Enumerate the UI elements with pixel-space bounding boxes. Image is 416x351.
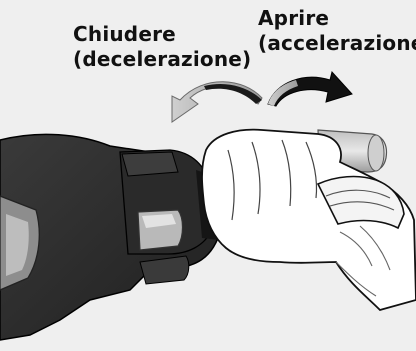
close-rotation-arrow-icon <box>172 82 262 122</box>
close-label-line2: (decelerazione) <box>73 47 251 72</box>
switch-housing <box>0 134 220 340</box>
open-label-line2: (accelerazione) <box>258 31 416 56</box>
close-label-line1: Chiudere <box>73 22 251 47</box>
close-deceleration-label: Chiudere (decelerazione) <box>73 22 251 72</box>
open-label-line1: Aprire <box>258 6 416 31</box>
open-rotation-arrow-icon <box>268 72 352 106</box>
open-acceleration-label: Aprire (accelerazione) <box>258 6 416 56</box>
